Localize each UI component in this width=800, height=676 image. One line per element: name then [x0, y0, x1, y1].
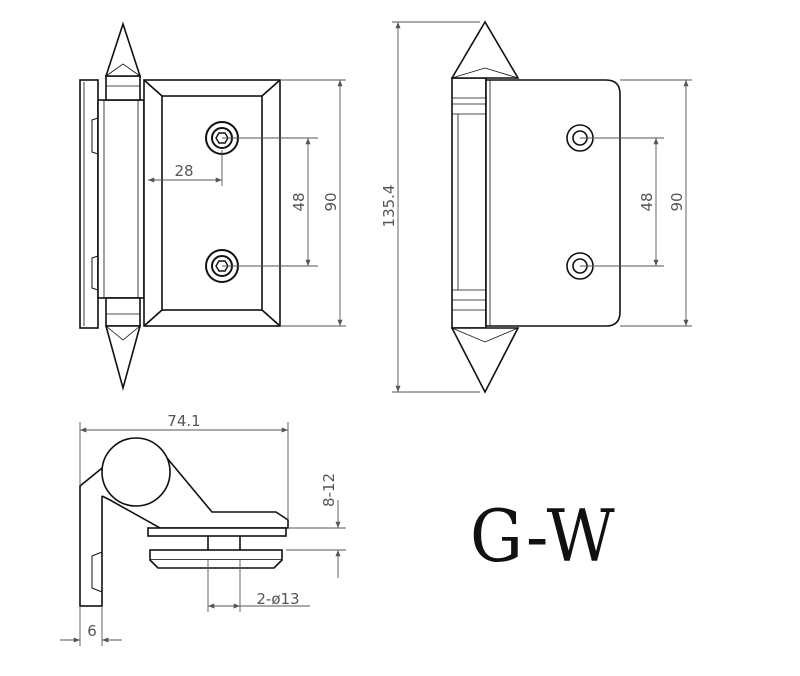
- front-hole-spacing-label: 48: [290, 192, 308, 211]
- top-width-label: 74.1: [167, 412, 200, 430]
- model-code: G-W: [470, 494, 617, 578]
- side-dimensions: [392, 21, 692, 393]
- overall-height-label: 135.4: [380, 185, 398, 228]
- wall-plate-label: 6: [87, 622, 97, 640]
- glass-thickness-label: 8-12: [320, 473, 338, 507]
- holes-label: 2-ø13: [256, 590, 299, 608]
- front-dimensions: [148, 79, 346, 327]
- front-height-label: 90: [322, 192, 340, 211]
- top-view: [79, 437, 289, 607]
- front-view: [79, 21, 281, 392]
- front-width-label: 28: [174, 162, 193, 180]
- side-view: [450, 20, 621, 394]
- top-dimensions: [60, 422, 346, 646]
- side-hole-spacing-label: 48: [638, 192, 656, 211]
- side-height-label: 90: [668, 192, 686, 211]
